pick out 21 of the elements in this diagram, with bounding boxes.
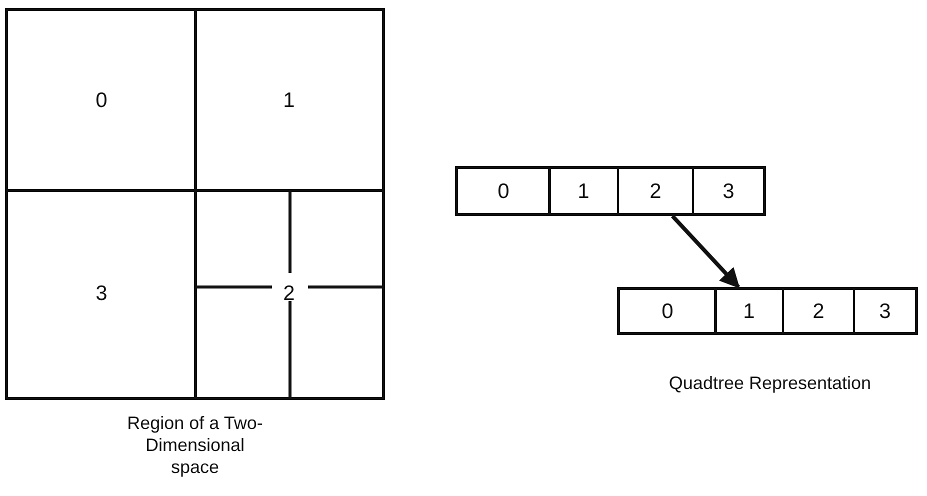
quadrant-label: 1 xyxy=(283,88,295,112)
cell-label: 2 xyxy=(812,300,824,324)
cell-label: 2 xyxy=(650,180,662,204)
cell-label: 0 xyxy=(662,300,674,324)
region-caption: Region of a Two-Dimensional space xyxy=(126,412,264,478)
figure-caption: Quadtree Representation xyxy=(668,372,872,394)
cell-label: 3 xyxy=(722,180,734,204)
cell-label: 3 xyxy=(879,300,891,324)
arrow xyxy=(670,214,740,288)
cell-label: 1 xyxy=(578,180,590,204)
quadrant-label: 0 xyxy=(96,88,108,112)
quadrant-label: 2 xyxy=(283,282,295,306)
region-square xyxy=(5,8,385,400)
quadrant-box xyxy=(6,9,197,192)
cell-label: 1 xyxy=(743,300,755,324)
array-box xyxy=(617,287,918,335)
quadrant-box xyxy=(6,189,197,399)
cell-label: 0 xyxy=(498,180,510,204)
array-box xyxy=(455,166,766,216)
quadrant-box xyxy=(194,9,384,192)
quadrant-label: 3 xyxy=(96,282,108,306)
